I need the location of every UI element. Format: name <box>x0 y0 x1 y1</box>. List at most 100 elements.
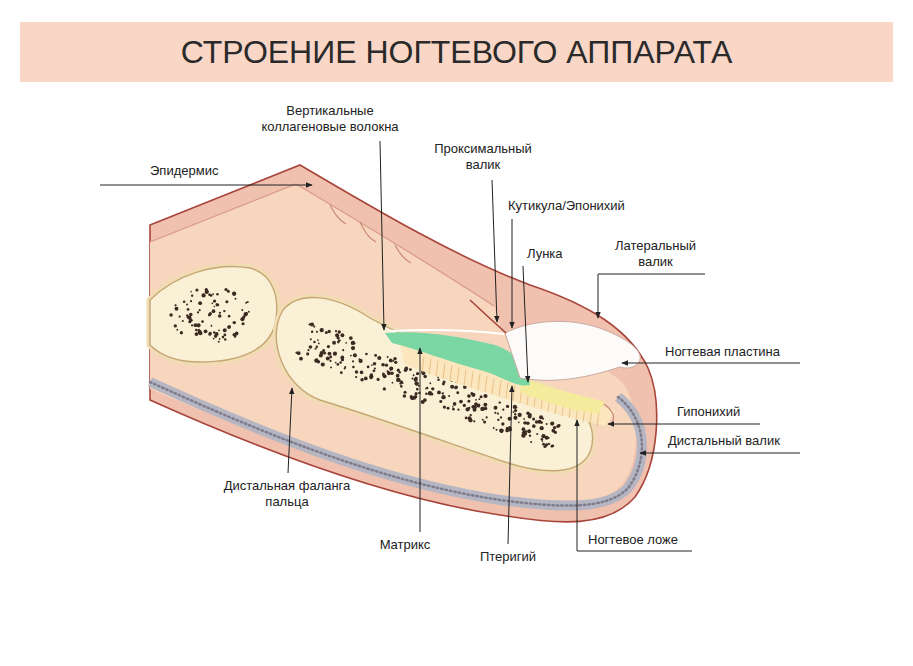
marrow-dot <box>355 370 358 373</box>
marrow-dot <box>316 331 318 333</box>
marrow-dot <box>337 341 340 344</box>
part-label: Матрикс <box>370 537 440 553</box>
marrow-dot <box>483 420 486 423</box>
marrow-dot <box>457 409 459 411</box>
marrow-dot <box>540 421 542 423</box>
marrow-dot <box>389 359 393 363</box>
marrow-dot <box>536 433 538 435</box>
marrow-dot <box>514 409 517 412</box>
marrow-dot <box>546 444 548 446</box>
marrow-dot <box>240 317 244 321</box>
marrow-dot <box>403 394 407 398</box>
marrow-dot <box>437 390 441 394</box>
marrow-dot <box>360 378 363 381</box>
marrow-dot <box>383 387 386 390</box>
marrow-dot <box>337 363 340 366</box>
marrow-dot <box>443 405 446 408</box>
marrow-dot <box>421 400 425 404</box>
marrow-dot <box>342 349 344 351</box>
marrow-dot <box>195 329 198 332</box>
marrow-dot <box>475 399 477 401</box>
marrow-dot <box>426 387 428 389</box>
fold-gap <box>390 330 504 334</box>
marrow-dot <box>320 328 324 332</box>
marrow-dot <box>219 312 221 314</box>
marrow-dot <box>497 419 499 421</box>
marrow-dot <box>390 359 393 362</box>
marrow-dot <box>474 402 478 406</box>
marrow-dot <box>318 343 320 345</box>
marrow-dot <box>466 407 470 411</box>
part-label: Эпидермис <box>150 163 260 179</box>
marrow-dot <box>467 394 471 398</box>
marrow-dot <box>211 302 213 304</box>
part-label: Латеральный валик <box>608 238 703 271</box>
marrow-dot <box>212 293 214 295</box>
label-slot: Гипонихий <box>677 404 777 420</box>
marrow-dot <box>352 366 355 369</box>
marrow-dot <box>518 422 520 424</box>
marrow-dot <box>310 322 314 326</box>
marrow-dot <box>373 369 376 372</box>
marrow-dot <box>197 311 199 313</box>
part-label: Кутикула/Эпонихий <box>508 198 668 214</box>
finger-skin <box>150 165 657 522</box>
marrow-dot <box>218 314 222 318</box>
marrow-dot <box>387 356 389 358</box>
marrow-dot <box>506 405 509 408</box>
collagen-fiber <box>443 363 445 379</box>
marrow-dot <box>345 342 347 344</box>
marrow-dot <box>344 367 346 369</box>
marrow-dot <box>351 341 355 345</box>
marrow-dot <box>196 323 200 327</box>
marrow-dot <box>235 332 239 336</box>
marrow-dot <box>351 346 355 350</box>
marrow-dot <box>335 362 337 364</box>
marrow-dot <box>387 371 391 375</box>
marrow-dot <box>189 313 192 316</box>
marrow-dot <box>367 366 370 369</box>
marrow-dot <box>540 421 542 423</box>
collagen-fiber <box>513 385 515 401</box>
collagen-fiber <box>492 378 494 394</box>
marrow-dot <box>542 418 544 420</box>
marrow-dot <box>180 331 183 334</box>
part-label: Вертикальные коллагеновые волокна <box>255 103 405 136</box>
hyponychium <box>604 404 614 422</box>
marrow-dot <box>526 412 530 416</box>
marrow-dot <box>411 378 413 380</box>
label-slot: Вертикальные коллагеновые волокна <box>255 103 405 136</box>
marrow-dot <box>321 362 325 366</box>
leader-line <box>598 274 705 318</box>
marrow-dot <box>306 352 309 355</box>
marrow-dot <box>328 352 332 356</box>
collagen-fiber <box>499 380 501 396</box>
part-label: Проксимальный валик <box>428 141 538 174</box>
marrow-dot <box>393 360 395 362</box>
marrow-dot <box>311 331 313 333</box>
marrow-dot <box>322 349 325 352</box>
marrow-dot <box>232 292 236 296</box>
marrow-dot <box>341 333 345 337</box>
marrow-dot <box>442 392 444 394</box>
marrow-dot <box>189 319 193 323</box>
marrow-dot <box>377 356 381 360</box>
label-slot: Проксимальный валик <box>428 141 538 174</box>
marrow-dot <box>513 416 517 420</box>
skin-ridges <box>330 205 411 263</box>
marrow-dot <box>513 405 517 409</box>
part-label: Лунка <box>527 246 597 262</box>
marrow-dot <box>404 367 408 371</box>
part-label: Дистальный валик <box>668 433 818 449</box>
leader-line <box>380 141 384 330</box>
marrow-dot <box>483 394 487 398</box>
title-band <box>20 22 893 82</box>
marrow-dot <box>404 391 407 394</box>
marrow-dot <box>186 314 188 316</box>
marrow-dot <box>539 415 543 419</box>
label-slot: Матрикс <box>370 537 440 553</box>
label-slot: Латеральный валик <box>608 238 703 271</box>
marrow-dot <box>443 381 446 384</box>
marrow-dot <box>328 330 331 333</box>
